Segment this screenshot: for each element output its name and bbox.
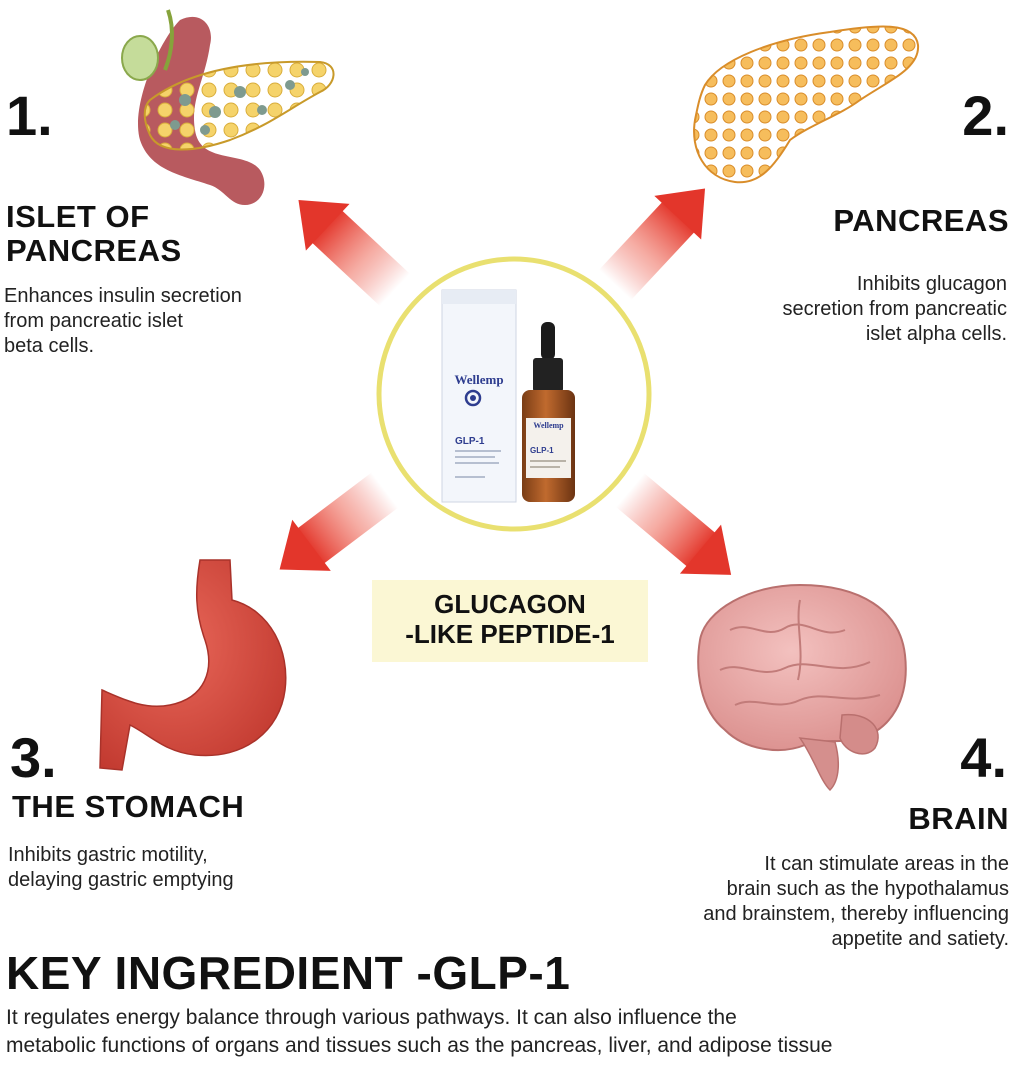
bottle-label-brand: Wellemp (533, 421, 564, 430)
brain-illustration (697, 583, 907, 792)
item-1-desc-line-2: from pancreatic islet (4, 310, 183, 332)
item-1-title: ISLET OF PANCREAS (6, 200, 182, 268)
stomach-illustration (99, 559, 287, 771)
key-ingredient-desc-line-1: It regulates energy balance through vari… (6, 1006, 737, 1029)
item-1-title-line-2: PANCREAS (6, 233, 182, 268)
item-3-description: Inhibits gastric motility, delaying gast… (8, 843, 234, 893)
item-3-desc-line-2: delaying gastric emptying (8, 869, 234, 891)
key-ingredient-desc-line-2: metabolic functions of organs and tissue… (6, 1034, 833, 1057)
item-3-desc-line-1: Inhibits gastric motility, (8, 844, 208, 866)
pancreas-illustration (693, 25, 920, 184)
item-2-desc-line-1: Inhibits glucagon (856, 273, 1007, 295)
item-1-desc-line-3: beta cells. (4, 335, 95, 357)
item-1-description: Enhances insulin secretion from pancreat… (4, 284, 242, 359)
dropper-bottle (522, 322, 575, 502)
item-2-number: 2. (962, 84, 1009, 147)
item-4-desc-line-3: and brainstem, thereby influencing (703, 903, 1009, 925)
product-box-brand: Wellemp (454, 372, 504, 387)
glp-1-label-box: GLUCAGON -LIKE PEPTIDE-1 (372, 580, 648, 662)
item-3-number: 3. (10, 726, 57, 789)
item-2-title: PANCREAS (833, 203, 1009, 238)
item-3-title: THE STOMACH (12, 789, 245, 824)
islet-of-pancreas-illustration (121, 9, 335, 206)
key-ingredient-title: KEY INGREDIENT -GLP-1 (6, 947, 571, 999)
item-1-desc-line-1: Enhances insulin secretion (4, 285, 242, 307)
item-1-title-line-1: ISLET OF (6, 199, 150, 234)
item-1-number: 1. (6, 84, 53, 147)
item-2-description: Inhibits glucagon secretion from pancrea… (782, 272, 1007, 347)
product-box (441, 289, 517, 503)
glp-1-label-line-1: GLUCAGON (434, 589, 586, 619)
arrow-to-stomach (279, 472, 399, 571)
item-2-desc-line-3: islet alpha cells. (865, 323, 1007, 345)
arrow-to-pancreas (598, 188, 706, 301)
product-box-name: GLP-1 (455, 436, 485, 447)
item-2-desc-line-2: secretion from pancreatic (782, 298, 1007, 320)
item-4-desc-line-1: It can stimulate areas in the (764, 853, 1009, 875)
glp-1-label-line-2: -LIKE PEPTIDE-1 (405, 619, 615, 649)
item-4-description: It can stimulate areas in the brain such… (703, 852, 1009, 952)
item-4-number: 4. (960, 726, 1007, 789)
item-4-desc-line-4: appetite and satiety. (831, 928, 1009, 950)
arrow-to-islet (298, 199, 411, 307)
bottle-label-name: GLP-1 (530, 446, 554, 455)
item-4-desc-line-2: brain such as the hypothalamus (726, 878, 1009, 900)
arrow-to-brain (615, 473, 732, 575)
key-ingredient-description: It regulates energy balance through vari… (6, 1004, 1014, 1060)
item-4-title: BRAIN (908, 801, 1009, 836)
